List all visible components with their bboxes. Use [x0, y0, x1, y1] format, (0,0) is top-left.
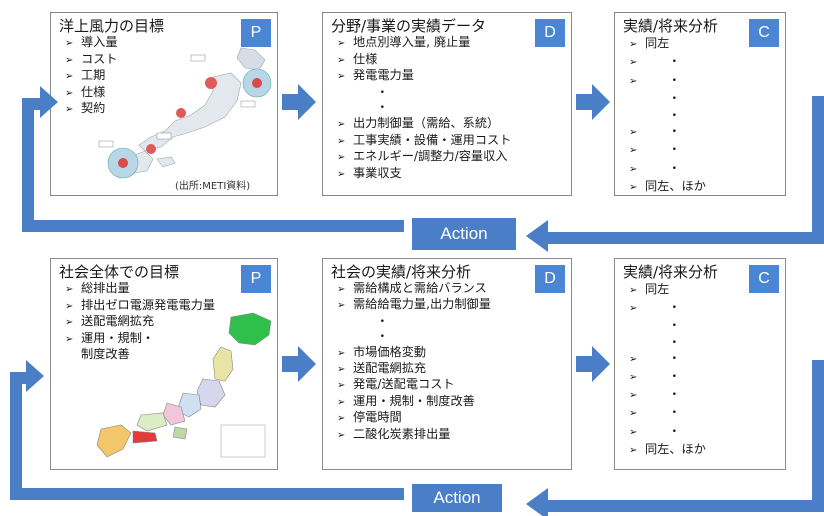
do-title: 分野/事業の実績データ: [331, 17, 487, 35]
arrow-right-icon: [282, 346, 316, 382]
list-item: ➢仕様: [65, 84, 106, 99]
list-item: ➢総排出量: [65, 281, 130, 295]
list-item: ➢需給給電力量,出力制御量: [337, 297, 491, 312]
list-item: ➢地点別導入量, 廃止量: [337, 35, 471, 49]
do-title: 社会の実績/将来分析: [331, 263, 472, 281]
list-item: ➢同左: [629, 282, 670, 296]
list-item: ➢コスト: [65, 51, 118, 66]
list-item: ➢ ・: [629, 160, 681, 175]
list-item: ➢ ・: [629, 405, 681, 420]
list-item: ➢市場価格変動: [337, 344, 427, 359]
action-loop-arrow-icon: [10, 360, 824, 516]
check-box-analysis: 実績/将来分析 C ➢同左 ➢ ・ ➢ ・ ・ ・ ➢ ・ ➢ ・ ➢ ・ ➢同…: [614, 12, 786, 196]
list-item: ➢停電時間: [337, 410, 402, 425]
plan-title: 社会全体での目標: [59, 263, 180, 281]
list-item: ➢同左、ほか: [629, 441, 706, 456]
action-label: Action: [412, 484, 502, 512]
japan-offshore-wind-map: [98, 47, 272, 179]
list-item: ➢二酸化炭素排出量: [337, 426, 451, 441]
action-loop-arrow-icon: [22, 86, 824, 252]
list-item: ➢契約: [65, 101, 106, 116]
list-item: ➢ ・: [629, 54, 681, 69]
list-item: ➢出力制御量（需給、系統）: [337, 115, 500, 130]
do-item-list: ➢需給構成と需給バランス ➢需給給電力量,出力制御量 ・ ・ ➢市場価格変動 ➢…: [337, 281, 491, 443]
list-item: ・: [376, 313, 389, 328]
japan-regional-map: [96, 312, 272, 458]
list-item: 制度改善: [81, 347, 130, 362]
list-item: ➢発電電力量: [337, 68, 414, 83]
do-item-list: ➢地点別導入量, 廃止量 ➢仕様 ➢発電電力量 ・ ・ ➢出力制御量（需給、系統…: [337, 35, 511, 182]
source-caption: (出所:METI資料): [175, 181, 251, 192]
list-item: ・: [376, 100, 389, 115]
list-item: ➢発電/送配電コスト: [337, 377, 455, 392]
list-item: ・: [668, 107, 681, 122]
plan-item-list: ➢導入量 ➢コスト ➢工期 ➢仕様 ➢契約: [65, 35, 118, 118]
arrow-right-icon: [282, 84, 316, 120]
list-item: ➢同左、ほか: [629, 179, 706, 194]
arrow-right-icon: [576, 84, 610, 120]
check-item-list: ➢同左 ➢ ・ ➢ ・ ・ ・ ➢ ・ ➢ ・ ➢ ・ ➢同左、ほか: [629, 35, 706, 197]
plan-title: 洋上風力の目標: [59, 17, 165, 35]
do-box-society-analysis: 社会の実績/将来分析 D ➢需給構成と需給バランス ➢需給給電力量,出力制御量 …: [322, 258, 572, 470]
list-item: ➢ ・: [629, 369, 681, 384]
list-item: ➢ ・: [629, 142, 681, 157]
list-item: ➢仕様: [337, 51, 378, 66]
list-item: ➢運用・規制・: [65, 330, 155, 345]
plan-badge: P: [241, 19, 271, 47]
check-badge: C: [749, 19, 779, 47]
list-item: ➢同左: [629, 36, 670, 50]
list-item: ・: [376, 329, 389, 344]
list-item: ➢運用・規制・制度改善: [337, 393, 475, 408]
list-item: ➢エネルギー/調整力/容量収入: [337, 149, 508, 164]
check-title: 実績/将来分析: [623, 263, 719, 281]
list-item: ・: [376, 84, 389, 99]
list-item: ・: [668, 334, 681, 349]
check-box-analysis: 実績/将来分析 C ➢同左 ➢ ・ ・ ・ ➢ ・ ➢ ・ ➢ ・ ➢ ・ ➢ …: [614, 258, 786, 470]
list-item: ➢ ・: [629, 423, 681, 438]
list-item: ➢工事実績・設備・運用コスト: [337, 132, 512, 147]
list-item: ➢導入量: [65, 35, 118, 49]
list-item: ➢送配電網拡充: [65, 314, 155, 329]
check-title: 実績/将来分析: [623, 17, 719, 35]
plan-badge: P: [241, 265, 271, 293]
list-item: ➢ ・: [629, 300, 681, 315]
do-badge: D: [535, 19, 565, 47]
list-item: ➢送配電網拡充: [337, 361, 427, 376]
arrow-right-icon: [576, 346, 610, 382]
list-item: ・: [668, 318, 681, 333]
list-item: ➢工期: [65, 68, 106, 83]
action-label: Action: [412, 218, 516, 250]
do-box-project-data: 分野/事業の実績データ D ➢地点別導入量, 廃止量 ➢仕様 ➢発電電力量 ・ …: [322, 12, 572, 196]
plan-item-list: ➢総排出量 ➢排出ゼロ電源発電電力量 ➢送配電網拡充 ➢運用・規制・ 制度改善: [65, 281, 215, 363]
check-item-list: ➢同左 ➢ ・ ・ ・ ➢ ・ ➢ ・ ➢ ・ ➢ ・ ➢ ・ ➢同左、ほか: [629, 281, 706, 459]
list-item: ➢需給構成と需給バランス: [337, 281, 487, 295]
list-item: ➢ ・: [629, 387, 681, 402]
list-item: ➢ ・: [629, 350, 681, 365]
list-item: ➢ ・: [629, 124, 681, 139]
plan-box-society: 社会全体での目標 P ➢総排出量 ➢排出ゼロ電源発電電力量 ➢送配電網拡充 ➢運…: [50, 258, 278, 470]
list-item: ➢事業収支: [337, 165, 402, 180]
list-item: ➢ ・: [629, 72, 681, 87]
list-item: ➢排出ゼロ電源発電電力量: [65, 297, 216, 312]
plan-box-offshore-wind: 洋上風力の目標 P ➢導入量 ➢コスト ➢工期 ➢仕様 ➢契約 (出所:METI…: [50, 12, 278, 196]
do-badge: D: [535, 265, 565, 293]
check-badge: C: [749, 265, 779, 293]
list-item: ・: [668, 91, 681, 106]
